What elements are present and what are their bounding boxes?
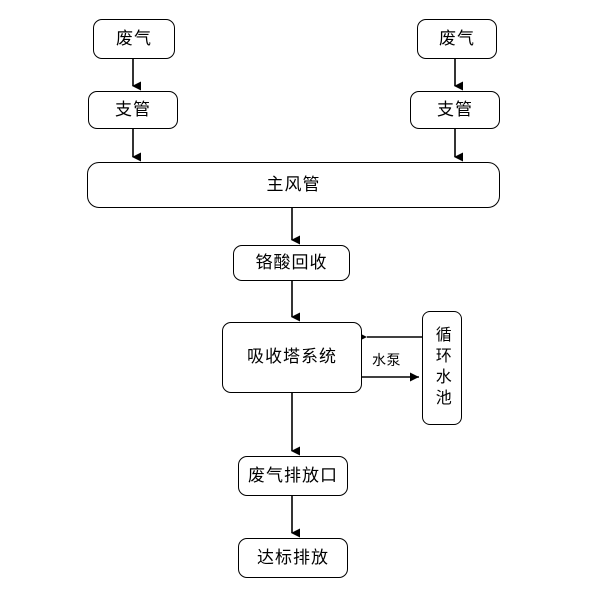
edge-label-water-pump: 水泵 [372, 353, 401, 369]
node-waste-gas-right[interactable]: 废气 [417, 19, 497, 59]
node-branch-pipe-right[interactable]: 支管 [410, 91, 500, 129]
node-compliant-discharge[interactable]: 达标排放 [238, 538, 348, 578]
node-main-duct[interactable]: 主风管 [87, 162, 500, 208]
node-chromic-acid-recovery[interactable]: 铬酸回收 [233, 245, 350, 281]
node-circulating-water-pool[interactable]: 循环水池 [422, 311, 462, 425]
node-absorption-tower-system[interactable]: 吸收塔系统 [222, 322, 362, 393]
node-branch-pipe-left[interactable]: 支管 [88, 91, 178, 129]
node-waste-gas-left[interactable]: 废气 [93, 19, 175, 59]
node-exhaust-outlet[interactable]: 废气排放口 [238, 456, 348, 496]
